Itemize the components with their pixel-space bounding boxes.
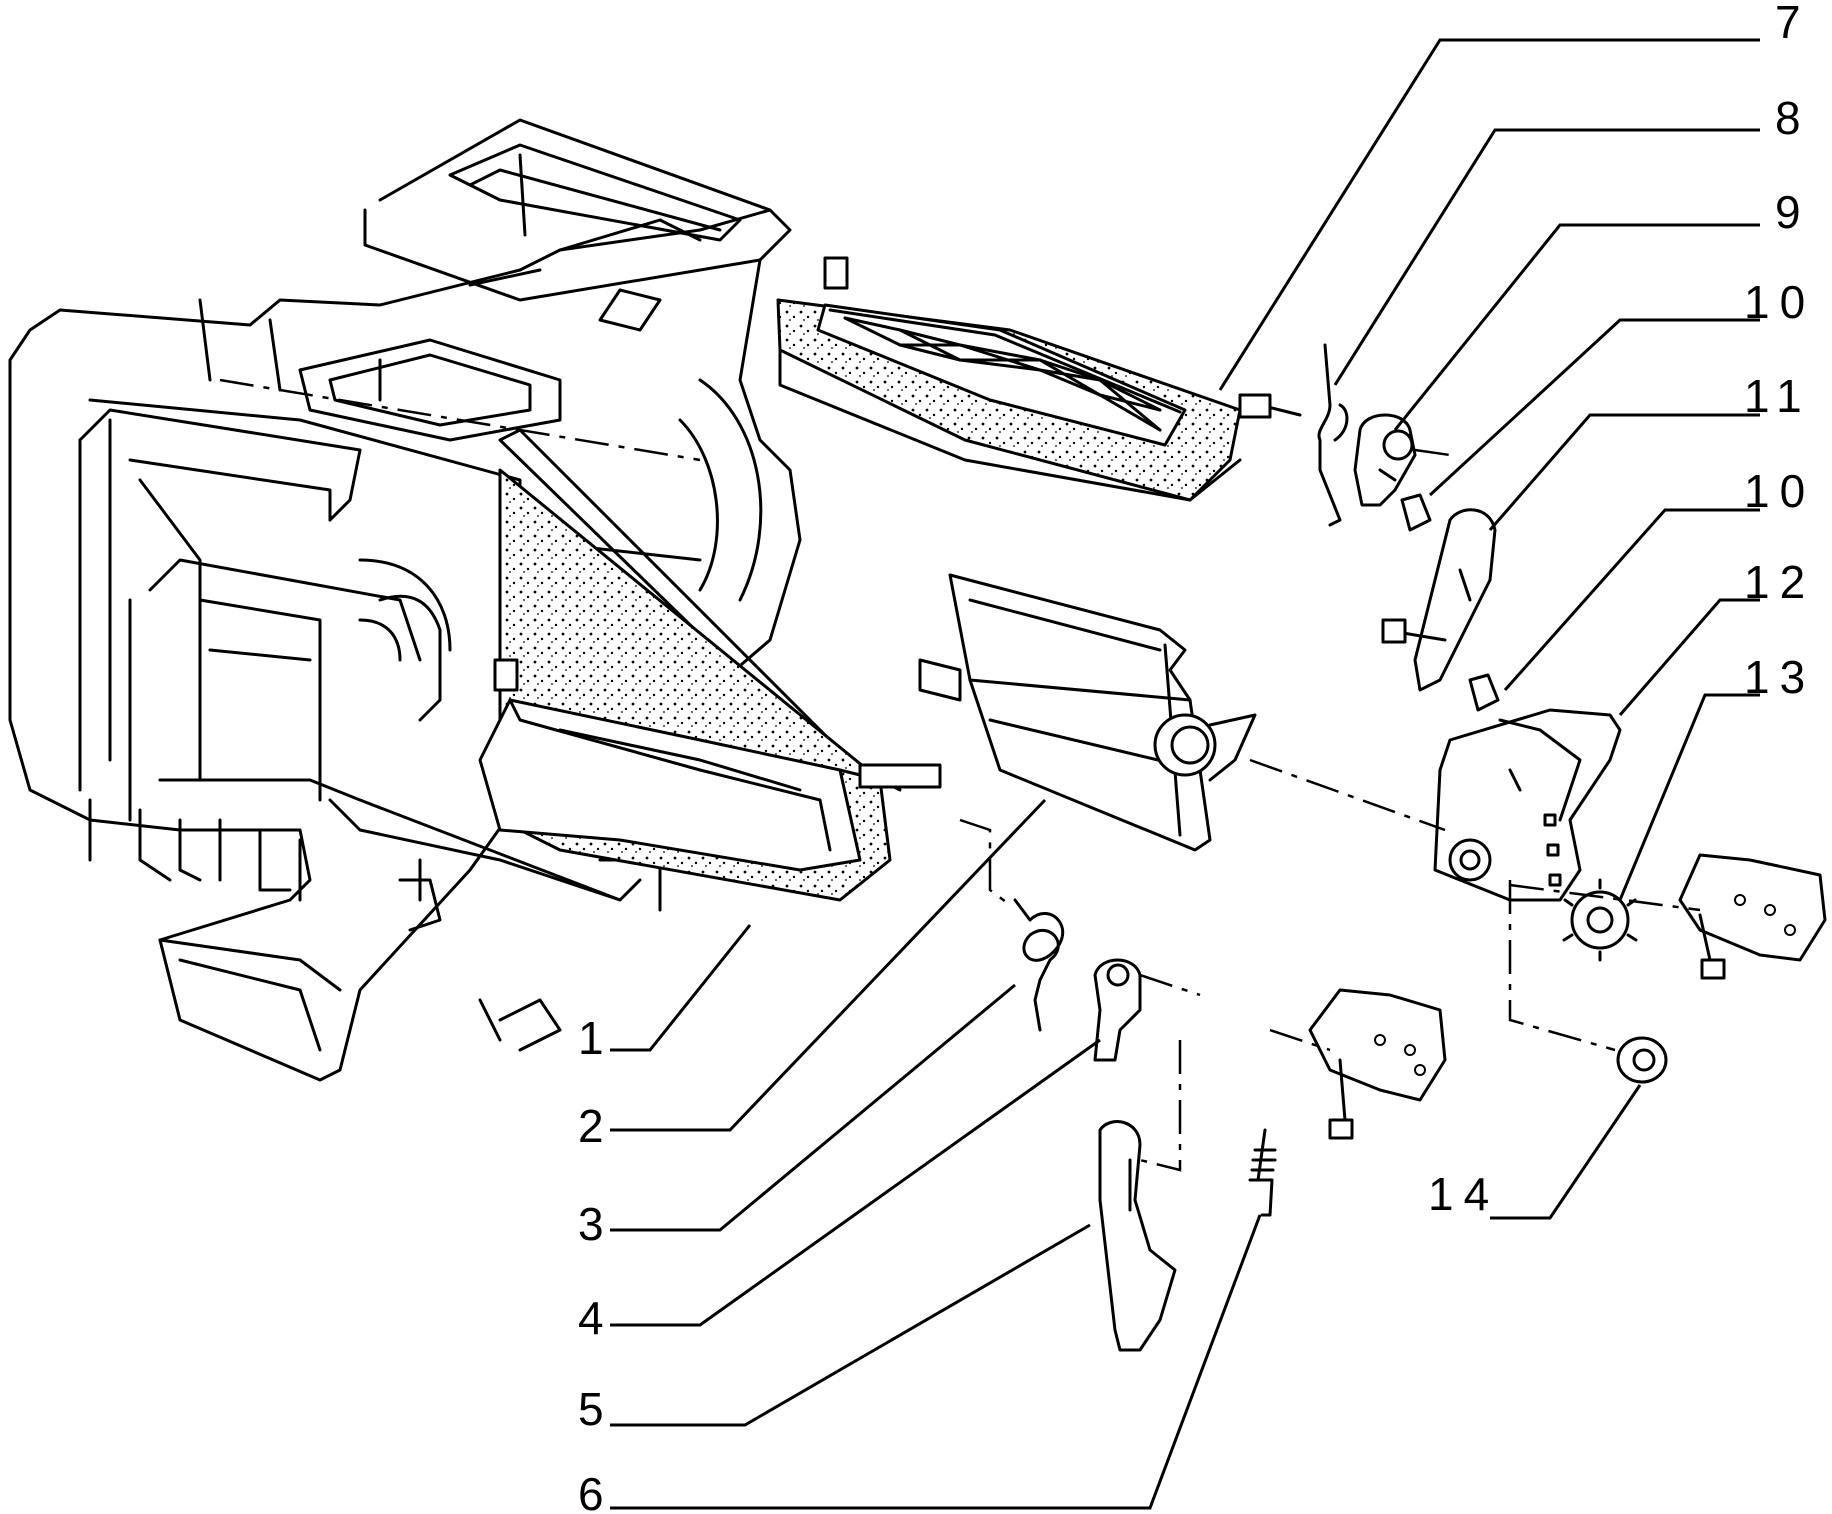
leader-14 xyxy=(1490,1084,1642,1220)
callout-numbers: 1 2 3 4 5 6 7 8 9 10 11 10 12 13 14 xyxy=(578,0,1815,1514)
leader-8 xyxy=(1333,128,1760,386)
callout-13: 13 xyxy=(1744,651,1815,703)
leader-2 xyxy=(610,798,1047,1132)
leader-11 xyxy=(1488,413,1760,531)
leader-7 xyxy=(1218,38,1760,391)
callout-12: 12 xyxy=(1744,556,1815,608)
part-2-blend-door xyxy=(918,573,1257,852)
part-10-bushing-lower xyxy=(1468,673,1500,712)
callout-11: 11 xyxy=(1744,370,1812,422)
callout-3: 3 xyxy=(578,1198,614,1250)
part-5-lever xyxy=(1098,1120,1177,1352)
heater-housing xyxy=(8,118,802,1082)
part-7-upper-flap xyxy=(776,256,1302,502)
part-6-tension-spring xyxy=(1248,1128,1277,1217)
leader-1 xyxy=(610,924,752,1052)
part-9-lever xyxy=(1353,413,1417,507)
part-4-cam xyxy=(1093,958,1142,1062)
callout-14: 14 xyxy=(1428,1168,1499,1220)
part-10-bushing-upper xyxy=(1400,493,1432,532)
leader-5 xyxy=(610,1223,1091,1427)
callout-1: 1 xyxy=(578,1012,614,1064)
callout-7: 7 xyxy=(1775,0,1811,48)
part-1-lower-flap xyxy=(478,428,942,902)
callout-6: 6 xyxy=(578,1468,614,1514)
actuator-motor-center xyxy=(1308,988,1447,1140)
callout-8: 8 xyxy=(1775,92,1811,144)
callout-10-lower: 10 xyxy=(1744,465,1815,517)
part-14-washer xyxy=(1616,1036,1668,1084)
leader-10a xyxy=(1428,318,1760,497)
leader-13 xyxy=(1618,693,1760,901)
part-3-torsion-spring xyxy=(1013,898,1065,1032)
callout-10-upper: 10 xyxy=(1744,276,1815,328)
callout-9: 9 xyxy=(1775,186,1811,238)
part-13-gear xyxy=(1562,878,1638,962)
part-12-bracket xyxy=(1433,708,1622,902)
leader-12 xyxy=(1618,598,1760,716)
leader-9 xyxy=(1393,223,1760,431)
leader-10b xyxy=(1503,508,1760,691)
leader-4 xyxy=(610,1038,1101,1327)
actuator-motor-right xyxy=(1678,853,1827,980)
leader-6 xyxy=(610,1214,1262,1510)
assembly-centerlines xyxy=(219,378,1701,1172)
part-8-wire-spring xyxy=(1317,343,1349,527)
callout-5: 5 xyxy=(578,1383,614,1435)
leader-3 xyxy=(610,983,1016,1232)
callout-leaders xyxy=(610,38,1760,1510)
part-11-arm xyxy=(1381,508,1497,692)
callout-2: 2 xyxy=(578,1100,614,1152)
callout-4: 4 xyxy=(578,1292,614,1344)
